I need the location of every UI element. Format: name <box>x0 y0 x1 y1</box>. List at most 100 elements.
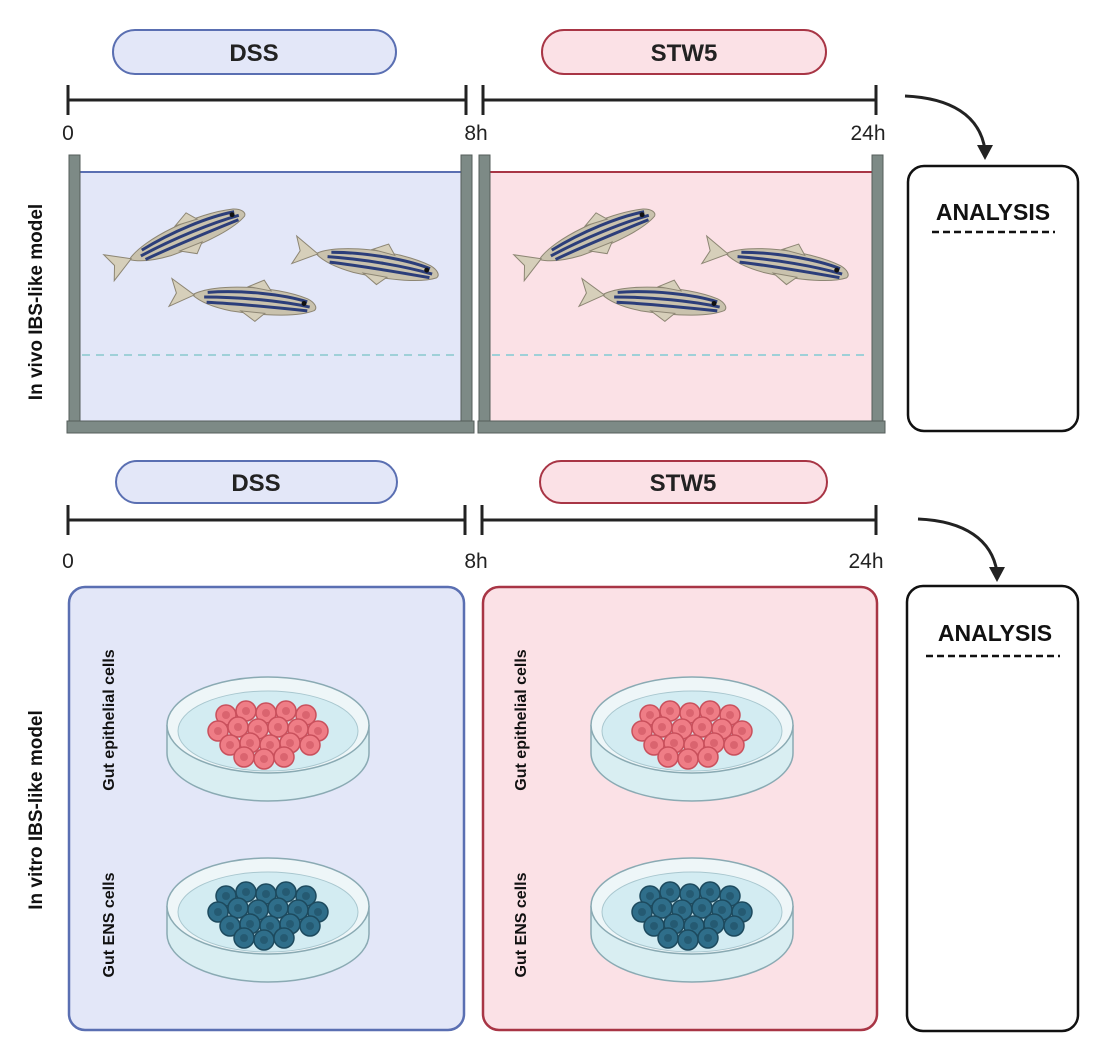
cell-nucleus <box>260 755 268 763</box>
dss-phase-label: DSS <box>229 40 278 67</box>
cell-nucleus <box>684 755 692 763</box>
petri-dish-epithelial <box>166 676 370 802</box>
cell-nucleus <box>274 723 282 731</box>
cell-nucleus <box>286 739 294 747</box>
cell-nucleus <box>302 892 310 900</box>
cell-nucleus <box>730 922 738 930</box>
cell-nucleus <box>254 725 262 733</box>
cell-nucleus <box>242 888 250 896</box>
dss-tank <box>66 154 475 434</box>
cell-nucleus <box>260 936 268 944</box>
cell-nucleus <box>302 711 310 719</box>
cell-nucleus <box>282 707 290 715</box>
cell-nucleus <box>658 723 666 731</box>
cell-nucleus <box>266 741 274 749</box>
cell-nucleus <box>214 727 222 735</box>
tick-label-24h: 24h <box>850 122 885 145</box>
analysis-box <box>905 584 1080 1033</box>
dss-phase-label: DSS <box>231 470 280 497</box>
ens-cells-label: Gut ENS cells <box>513 872 530 977</box>
stw5-tank <box>477 154 886 434</box>
cell-nucleus <box>242 707 250 715</box>
cell-nucleus <box>306 922 314 930</box>
cell-nucleus <box>638 727 646 735</box>
cell-nucleus <box>650 922 658 930</box>
cell-nucleus <box>666 888 674 896</box>
cell-nucleus <box>670 739 678 747</box>
cell-nucleus <box>240 934 248 942</box>
cell-nucleus <box>730 741 738 749</box>
cell-nucleus <box>670 920 678 928</box>
cell-nucleus <box>254 906 262 914</box>
epithelial-cells-label: Gut epithelial cells <box>101 649 118 790</box>
cell-nucleus <box>666 707 674 715</box>
timeline <box>66 505 878 535</box>
stw5-phase-label: STW5 <box>650 470 717 497</box>
dss-phase-pill <box>115 460 398 504</box>
cell-nucleus <box>706 888 714 896</box>
cell-nucleus <box>698 904 706 912</box>
cell-nucleus <box>638 908 646 916</box>
cell-nucleus <box>306 741 314 749</box>
in-vitro-section: DSS STW5 0 8h 24h Gut epithelial cells G… <box>26 460 1080 1033</box>
cell-nucleus <box>286 920 294 928</box>
cell-nucleus <box>704 934 712 942</box>
cell-nucleus <box>314 727 322 735</box>
cell-nucleus <box>726 892 734 900</box>
row-label-in-vitro: In vitro IBS-like model <box>26 710 47 910</box>
cell-nucleus <box>222 711 230 719</box>
cell-nucleus <box>280 753 288 761</box>
cell-nucleus <box>718 906 726 914</box>
cell-nucleus <box>678 906 686 914</box>
cell-nucleus <box>698 723 706 731</box>
cell-nucleus <box>664 753 672 761</box>
cell-nucleus <box>678 725 686 733</box>
cell-nucleus <box>240 753 248 761</box>
tick-label-0: 0 <box>62 550 74 573</box>
cell-nucleus <box>246 920 254 928</box>
cell-nucleus <box>664 934 672 942</box>
row-label-in-vivo: In vivo IBS-like model <box>26 204 47 400</box>
cell-nucleus <box>274 904 282 912</box>
in-vivo-section: DSS STW5 0 8h 24h <box>26 29 1080 434</box>
cell-nucleus <box>704 753 712 761</box>
timeline <box>66 85 878 115</box>
stw5-phase-pill <box>539 460 828 504</box>
cell-nucleus <box>226 922 234 930</box>
petri-dish-ens <box>590 857 794 983</box>
cell-nucleus <box>262 709 270 717</box>
epithelial-cells-label: Gut epithelial cells <box>513 649 530 790</box>
cell-nucleus <box>226 741 234 749</box>
stw5-phase-pill <box>541 29 827 75</box>
cell-nucleus <box>726 711 734 719</box>
analysis-label: ANALYSIS <box>938 620 1052 646</box>
tick-label-8h: 8h <box>464 122 487 145</box>
cell-nucleus <box>234 904 242 912</box>
cell-nucleus <box>710 739 718 747</box>
cell-nucleus <box>262 890 270 898</box>
tick-label-8h: 8h <box>464 550 487 573</box>
arrow-to-analysis <box>904 94 993 160</box>
arrow-to-analysis <box>917 517 1005 582</box>
cell-nucleus <box>650 741 658 749</box>
cell-nucleus <box>686 709 694 717</box>
petri-dish-epithelial <box>590 676 794 802</box>
cell-nucleus <box>658 904 666 912</box>
cell-nucleus <box>266 922 274 930</box>
stw5-phase-label: STW5 <box>651 40 718 67</box>
tick-label-24h: 24h <box>848 550 883 573</box>
cell-nucleus <box>234 723 242 731</box>
cell-nucleus <box>280 934 288 942</box>
cell-nucleus <box>646 711 654 719</box>
tick-label-0: 0 <box>62 122 74 145</box>
cell-nucleus <box>710 920 718 928</box>
cell-nucleus <box>314 908 322 916</box>
cell-nucleus <box>738 727 746 735</box>
cell-nucleus <box>294 725 302 733</box>
cell-nucleus <box>738 908 746 916</box>
cell-nucleus <box>222 892 230 900</box>
analysis-label: ANALYSIS <box>936 199 1050 225</box>
cell-nucleus <box>690 741 698 749</box>
